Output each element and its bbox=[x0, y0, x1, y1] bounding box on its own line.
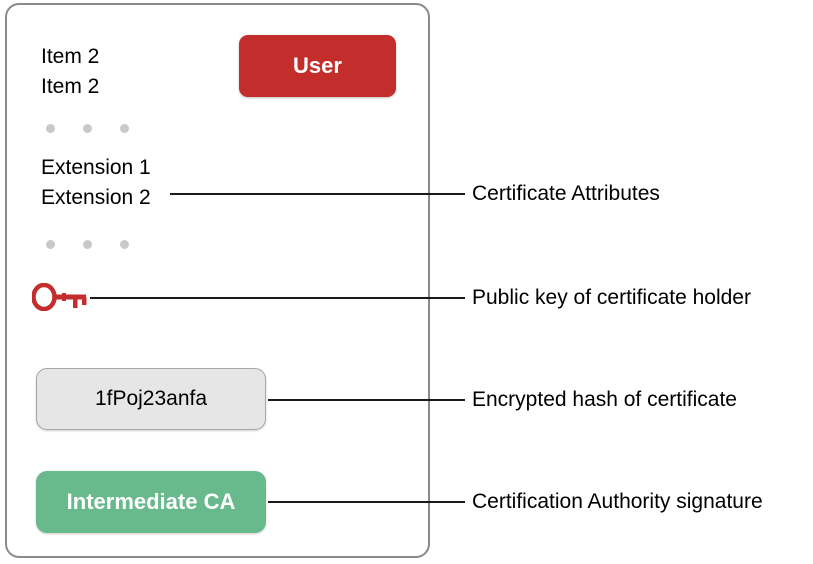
annotation-public-key: Public key of certificate holder bbox=[472, 286, 751, 309]
ellipsis-dot bbox=[120, 240, 129, 249]
ellipsis-dots-bottom bbox=[46, 240, 129, 249]
leader-line-ca-signature bbox=[268, 501, 465, 503]
certificate-extension-row: Extension 1 bbox=[41, 156, 151, 179]
certificate-extension-row: Extension 2 bbox=[41, 186, 151, 209]
ellipsis-dots-top bbox=[46, 124, 129, 133]
certificate-item-row: Item 2 bbox=[41, 75, 100, 98]
user-badge: User bbox=[239, 35, 396, 97]
ellipsis-dot bbox=[46, 240, 55, 249]
key-icon bbox=[31, 282, 88, 312]
encrypted-hash-box: 1fPoj23anfa bbox=[36, 368, 266, 430]
ellipsis-dot bbox=[120, 124, 129, 133]
leader-line-encrypted-hash bbox=[268, 399, 465, 401]
annotation-ca-signature: Certification Authority signature bbox=[472, 490, 763, 513]
ellipsis-dot bbox=[83, 240, 92, 249]
annotation-encrypted-hash: Encrypted hash of certificate bbox=[472, 388, 737, 411]
ellipsis-dot bbox=[46, 124, 55, 133]
intermediate-ca-badge: Intermediate CA bbox=[36, 471, 266, 533]
ellipsis-dot bbox=[83, 124, 92, 133]
leader-line-public-key bbox=[90, 297, 465, 299]
annotation-certificate-attributes: Certificate Attributes bbox=[472, 182, 660, 205]
leader-line-certificate-attributes bbox=[170, 193, 465, 195]
certificate-item-row: Item 2 bbox=[41, 45, 100, 68]
